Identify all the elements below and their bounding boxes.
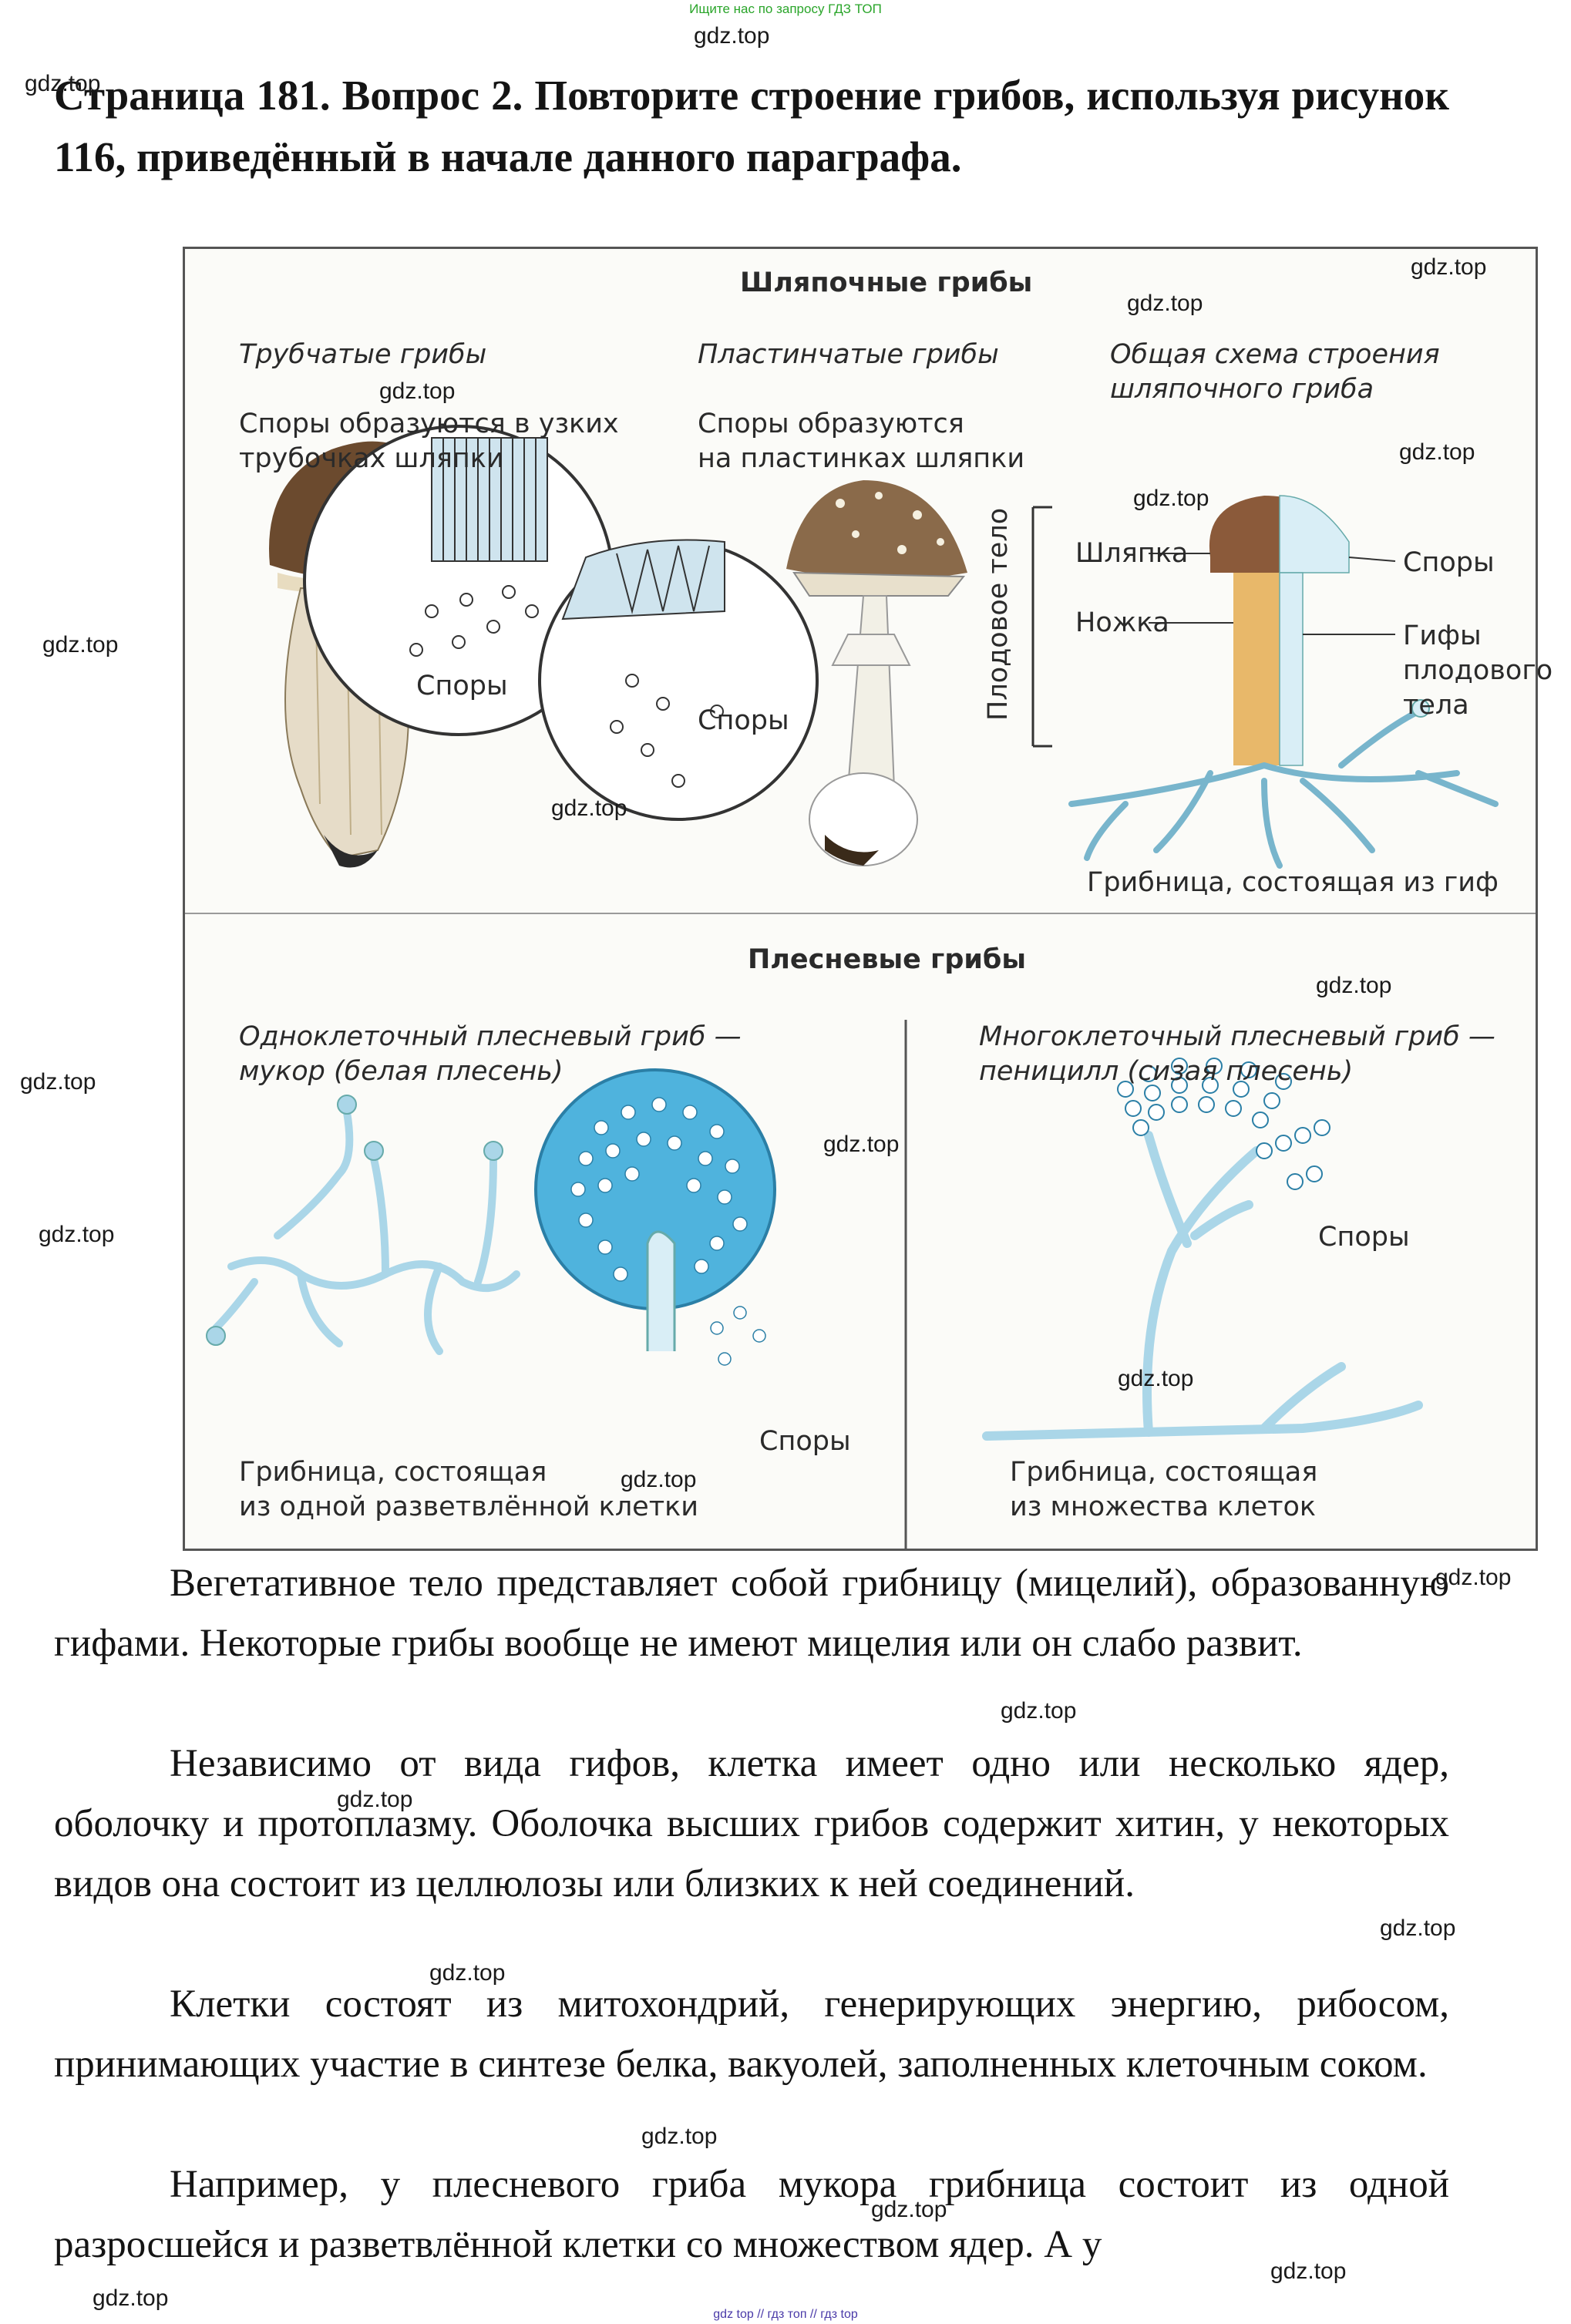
watermark: gdz.top [1380, 1915, 1456, 1941]
spores-label-penicillium: Споры [1318, 1222, 1410, 1253]
label-mycelium-of-hyphae: Грибница, состоящая из гиф [1087, 867, 1499, 898]
label-fruit-body: Плодовое тело [983, 507, 1014, 721]
tubular-title: Трубчатые грибы [239, 339, 487, 370]
watermark: gdz.top [694, 23, 770, 49]
paragraph-3: Клетки состоят из митохондрий, генерирую… [54, 1983, 1449, 2086]
bottom-footer-note: gdz top // гдз топ // гдз top [713, 2308, 858, 2321]
paragraph-4: Например, у плесневого гриба мукора гриб… [54, 2163, 1449, 2266]
paragraph-2: Независимо от вида гифов, клетка имеет о… [54, 1742, 1449, 1905]
label-spores-scheme: Споры [1403, 547, 1495, 578]
label-stem: Ножка [1075, 607, 1169, 638]
watermark: gdz.top [1411, 254, 1487, 280]
mucor-mycelium-1: Грибница, состоящая [239, 1457, 547, 1488]
watermark: gdz.top [1435, 1565, 1512, 1590]
paragraph-1: Вегетативное тело представляет собой гри… [54, 1562, 1449, 1665]
label-hyphae-2: плодового [1403, 655, 1553, 686]
scheme-title-1: Общая схема строения [1110, 339, 1440, 370]
watermark: gdz.top [551, 795, 627, 821]
mucor-mycelium-2: из одной разветвлённой клетки [239, 1492, 698, 1522]
scheme-title-2: шляпочного гриба [1110, 374, 1374, 405]
lamellar-desc-1: Споры образуются [698, 409, 964, 439]
watermark: gdz.top [1316, 973, 1392, 998]
figure-section-cap-mushrooms: Шляпочные грибы [740, 267, 1033, 298]
watermark: gdz.top [25, 71, 101, 96]
watermark: gdz.top [429, 1960, 506, 1986]
lamellar-title: Пластинчатые грибы [698, 339, 999, 370]
label-cap: Шляпка [1075, 538, 1189, 569]
penicillium-mycelium-2: из множества клеток [1010, 1492, 1317, 1522]
penicillium-mycelium-1: Грибница, состоящая [1010, 1457, 1318, 1488]
penicillium-title-2: пеницилл (сизая плесень) [979, 1056, 1354, 1087]
watermark: gdz.top [1127, 291, 1203, 316]
tubular-desc-1: Споры образуются в узких [239, 409, 619, 439]
lamellar-desc-2: на пластинках шляпки [698, 443, 1025, 474]
watermark: gdz.top [337, 1787, 413, 1812]
question-heading: Страница 181. Вопрос 2. Повторите строен… [54, 72, 1449, 180]
watermark: gdz.top [42, 632, 119, 658]
watermark: gdz.top [1001, 1698, 1077, 1724]
watermark: gdz.top [20, 1069, 96, 1095]
spores-label-lamellar: Споры [698, 705, 789, 736]
mushroom-structure-figure: Шляпочные грибы Трубчатые грибы Споры об… [183, 247, 1552, 1551]
figure-section-mold: Плесневые грибы [748, 944, 1027, 975]
watermark: gdz.top [641, 2124, 718, 2149]
watermark: gdz.top [39, 1222, 115, 1247]
watermark: gdz.top [621, 1467, 697, 1492]
top-banner-note: Ищите нас по запросу ГДЗ ТОП [689, 2, 882, 16]
spores-label-mucor: Споры [759, 1426, 851, 1457]
watermark: gdz.top [1399, 439, 1475, 465]
spores-label-tubular: Споры [416, 671, 508, 701]
watermark: gdz.top [379, 378, 456, 404]
watermark: gdz.top [1270, 2258, 1347, 2284]
watermark: gdz.top [1118, 1366, 1194, 1391]
mucor-title-1: Одноклеточный плесневый гриб — [239, 1021, 742, 1052]
watermark: gdz.top [871, 2197, 947, 2222]
watermark: gdz.top [93, 2285, 169, 2311]
tubular-desc-2: трубочках шляпки [239, 443, 504, 474]
watermark: gdz.top [823, 1132, 900, 1157]
label-hyphae-3: тела [1403, 690, 1469, 721]
mucor-title-2: мукор (белая плесень) [239, 1056, 563, 1087]
watermark: gdz.top [1133, 486, 1209, 511]
label-hyphae-1: Гифы [1403, 621, 1482, 651]
figure-illustration [185, 425, 1536, 1549]
penicillium-title-1: Многоклеточный плесневый гриб — [979, 1021, 1495, 1052]
